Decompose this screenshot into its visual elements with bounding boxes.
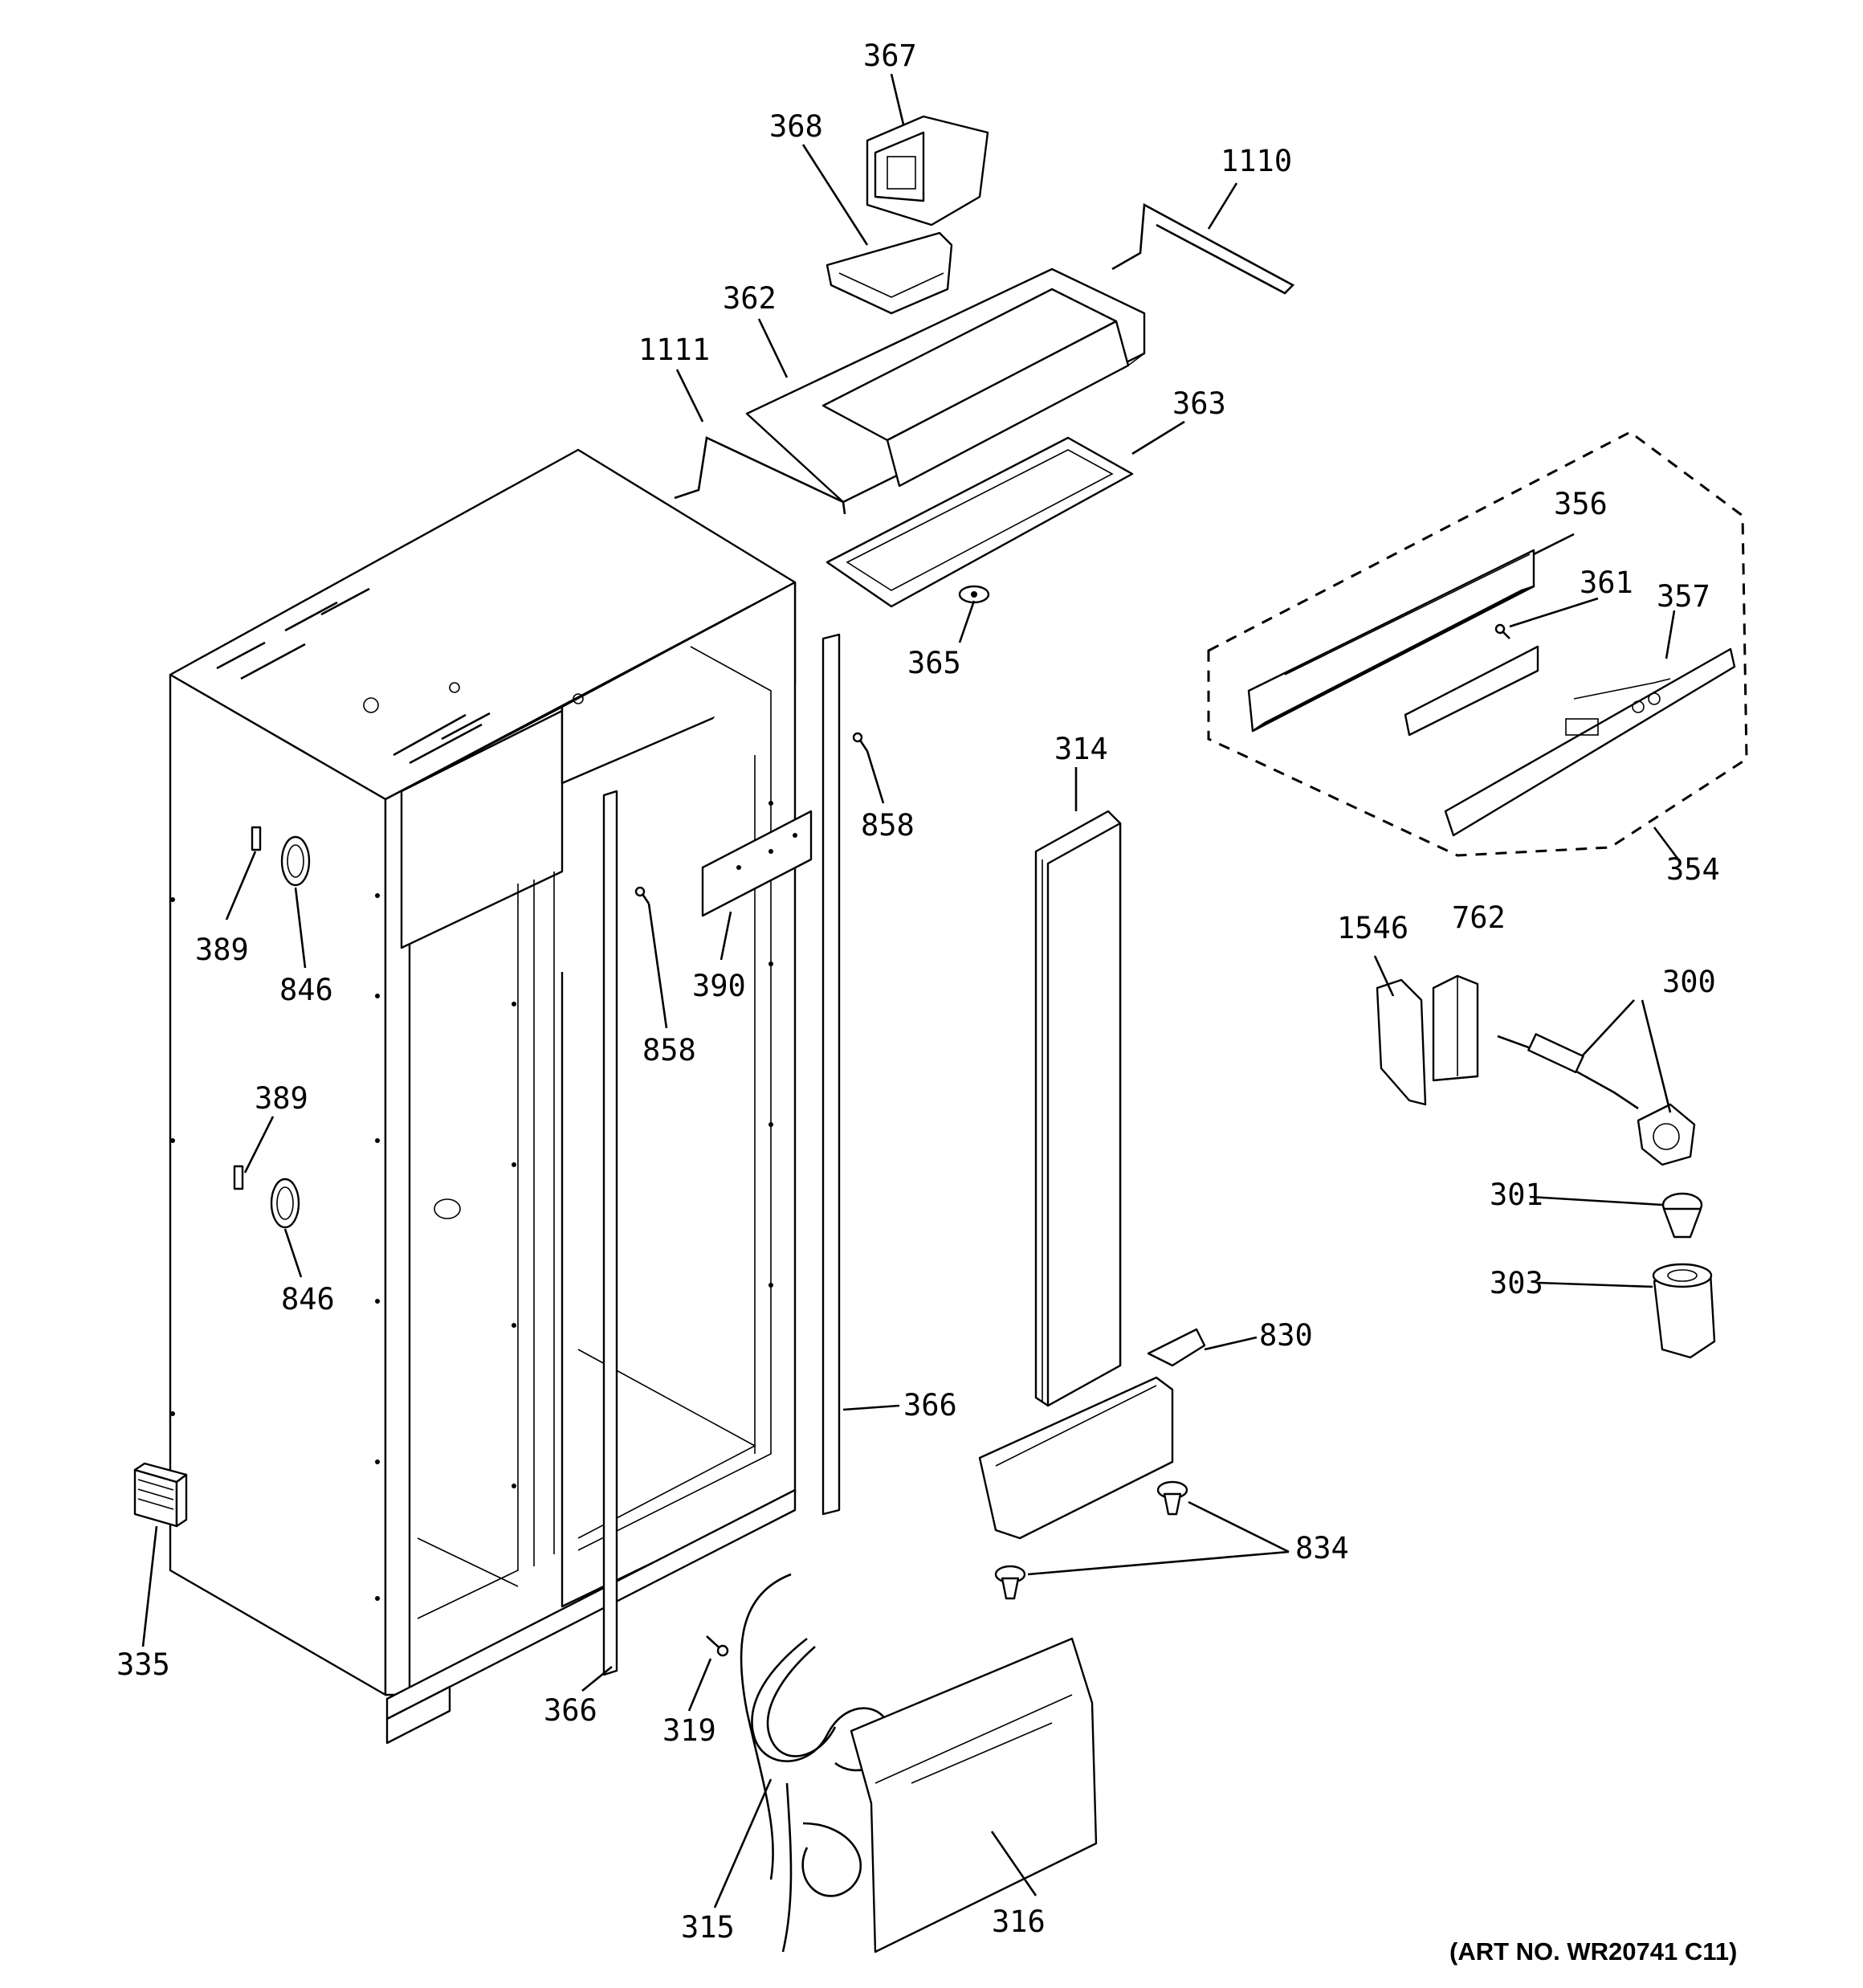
hinge-plate-390: [701, 810, 813, 917]
bracket-1546: [1376, 978, 1427, 1106]
label-365: 365: [907, 646, 961, 680]
label-314: 314: [1054, 732, 1108, 766]
label-303: 303: [1490, 1266, 1543, 1300]
screw-858-a: [852, 732, 869, 752]
label-362: 362: [723, 281, 777, 316]
label-830: 830: [1259, 1318, 1313, 1353]
label-846-a: 846: [279, 973, 333, 1007]
panel-314: [1034, 810, 1122, 1407]
foot-834-a: [1156, 1480, 1188, 1516]
grommet-846-upper: [280, 835, 311, 887]
block-762: [1432, 974, 1479, 1082]
bracket-368: [826, 231, 953, 315]
label-319: 319: [662, 1713, 716, 1748]
foot-834-b: [994, 1565, 1026, 1600]
label-300: 300: [1662, 965, 1716, 999]
bracket-830: [978, 1328, 1206, 1540]
label-834: 834: [1295, 1531, 1349, 1565]
housing-362: [745, 267, 1146, 504]
screw-319: [706, 1635, 729, 1657]
control-assembly-354: [1207, 431, 1748, 857]
housing-356: [1247, 549, 1535, 733]
label-366-a: 366: [903, 1388, 957, 1423]
screw-361: [1494, 623, 1510, 639]
label-361: 361: [1580, 565, 1633, 600]
label-366-b: 366: [544, 1693, 597, 1728]
top-vent-slots: [216, 587, 584, 765]
grommet-846-lower: [270, 1178, 300, 1229]
label-1110: 1110: [1221, 144, 1292, 178]
part-number-labels: 367 368 1110 362 1111 363 356 361 357 36…: [116, 39, 1737, 1966]
control-board: [1404, 645, 1539, 737]
plug-389-upper: [251, 826, 262, 851]
panel-357: [1444, 647, 1736, 837]
heater-315: [740, 1573, 893, 1953]
assembly-300: [1497, 1033, 1696, 1166]
label-1546: 1546: [1337, 911, 1408, 945]
rod-1111: [674, 436, 846, 515]
label-389-a: 389: [195, 933, 249, 967]
plug-389-lower: [233, 1165, 244, 1190]
label-762: 762: [1452, 900, 1506, 935]
screw-858-b: [634, 886, 650, 904]
label-368: 368: [769, 109, 823, 144]
gasket-366-right: [821, 633, 841, 1516]
label-356: 356: [1554, 487, 1608, 521]
art-number: (ART NO. WR20741 C11): [1449, 1937, 1737, 1966]
cartridge-303: [1652, 1263, 1716, 1359]
label-354: 354: [1666, 852, 1720, 887]
label-315: 315: [681, 1910, 735, 1945]
label-363: 363: [1172, 386, 1226, 421]
vent-grille-335: [133, 1462, 188, 1528]
label-1111: 1111: [638, 333, 710, 367]
rod-1110: [1111, 202, 1295, 295]
label-357: 357: [1657, 579, 1710, 614]
frame-363: [826, 436, 1134, 608]
label-316: 316: [992, 1904, 1046, 1939]
cap-301: [1661, 1192, 1703, 1239]
label-846-b: 846: [281, 1282, 335, 1316]
cover-316: [850, 1637, 1098, 1953]
label-389-b: 389: [255, 1081, 308, 1116]
chute-367: [866, 115, 989, 227]
clip-365: [958, 585, 990, 604]
leader-lines: [141, 73, 1680, 1908]
label-367: 367: [863, 39, 917, 73]
label-335: 335: [116, 1647, 170, 1682]
cabinet-screw-holes: [170, 801, 773, 1601]
label-390: 390: [692, 969, 746, 1003]
label-858-b: 858: [642, 1033, 696, 1067]
gasket-366-left: [602, 790, 618, 1676]
cabinet-case: [169, 448, 797, 1745]
label-858-a: 858: [861, 808, 915, 843]
label-301: 301: [1490, 1178, 1543, 1212]
